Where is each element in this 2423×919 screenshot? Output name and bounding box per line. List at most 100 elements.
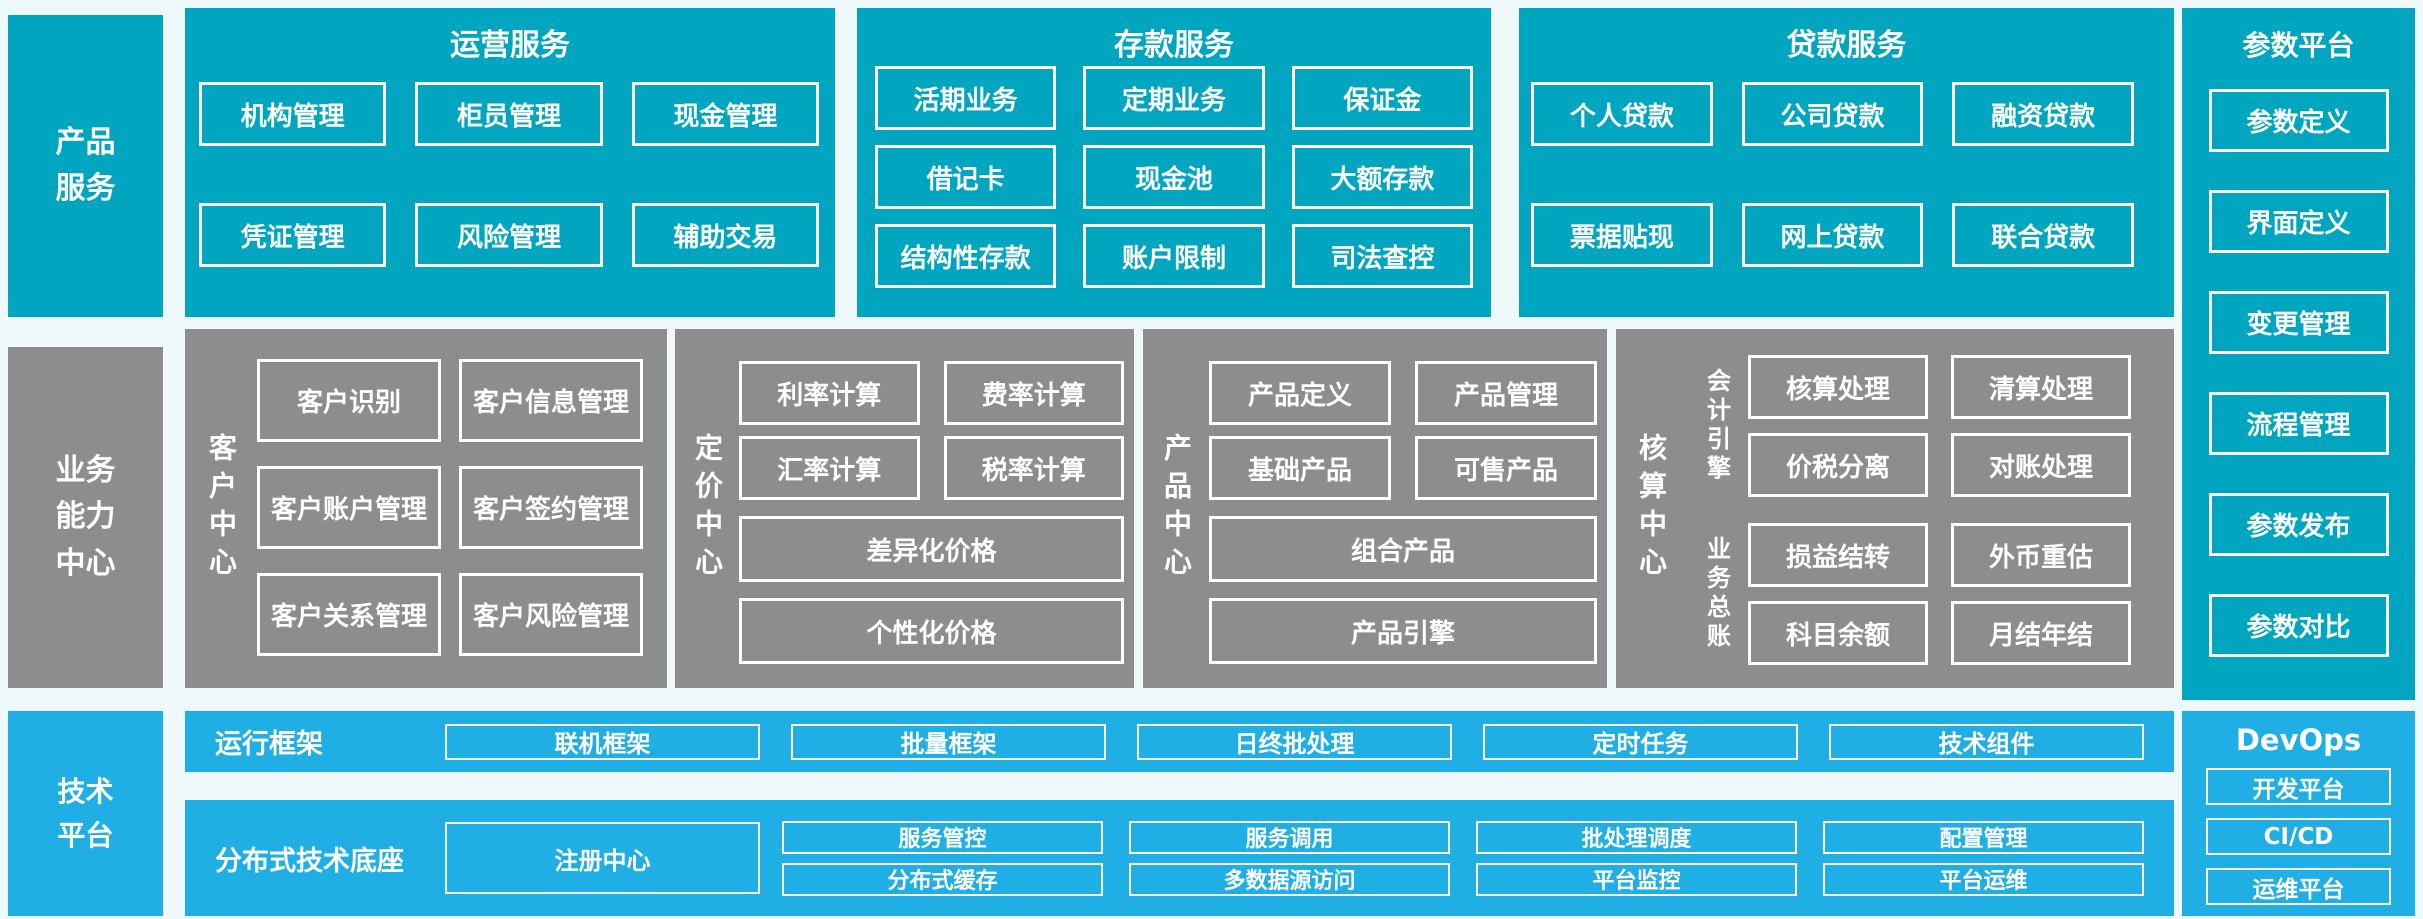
service-box: 辅助交易 bbox=[631, 203, 819, 267]
tech-box: 平台运维 bbox=[1823, 862, 2144, 896]
tech-platform-sidebar: 技术平台 bbox=[8, 711, 163, 916]
runtime-framework-bar: 运行框架 联机框架 批量框架 日终批处理 定时任务 技术组件 bbox=[185, 711, 2174, 772]
accounting-center-section: 核算中心 会计引擎 核算处理 清算处理 价税分离 对账处理 业务总账 损 bbox=[1616, 329, 2174, 688]
capability-box: 差异化价格 bbox=[739, 516, 1124, 582]
tech-box: 平台监控 bbox=[1476, 862, 1797, 896]
product-center-label-col: 产品中心 bbox=[1143, 329, 1209, 688]
capability-box: 客户关系管理 bbox=[257, 573, 441, 656]
tech-box: 技术组件 bbox=[1829, 723, 2144, 760]
tech-box: 服务管控 bbox=[782, 820, 1103, 854]
tech-box: 定时任务 bbox=[1483, 723, 1798, 760]
deposit-services-title: 存款服务 bbox=[1114, 28, 1234, 63]
service-box: 参数定义 bbox=[2208, 89, 2389, 152]
distributed-base-bar: 分布式技术底座 注册中心 服务管控 服务调用 批处理调度 配置管理 分布式缓存 … bbox=[185, 800, 2174, 916]
devops-title: DevOps bbox=[2235, 723, 2362, 757]
service-box: 变更管理 bbox=[2208, 291, 2389, 354]
capability-box: 客户识别 bbox=[257, 359, 441, 442]
service-box: 大额存款 bbox=[1291, 145, 1473, 209]
business-ledger-label: 业务总账 bbox=[1702, 536, 1731, 652]
service-box: 票据贴现 bbox=[1531, 203, 1713, 267]
service-box: 司法查控 bbox=[1291, 224, 1473, 288]
service-box: 界面定义 bbox=[2208, 190, 2389, 253]
loan-services-section: 贷款服务 个人贷款 公司贷款 融资贷款 票据贴现 网上贷款 联合贷款 bbox=[1519, 8, 2174, 317]
capability-box: 个性化价格 bbox=[739, 598, 1124, 664]
tech-box: 批量框架 bbox=[791, 723, 1106, 760]
deposit-services-boxes: 活期业务 定期业务 保证金 借记卡 现金池 大额存款 结构性存款 账户限制 司法… bbox=[875, 66, 1473, 288]
devops-boxes: 开发平台 CI/CD 运维平台 bbox=[2206, 768, 2391, 905]
capability-box: 月结年结 bbox=[1951, 601, 2131, 665]
service-box: 现金池 bbox=[1083, 145, 1265, 209]
service-box: 联合贷款 bbox=[1952, 203, 2134, 267]
registry-center-box: 注册中心 bbox=[445, 822, 760, 894]
service-box: 借记卡 bbox=[875, 145, 1057, 209]
product-center-section: 产品中心 产品定义 产品管理 基础产品 可售产品 组合产品 产品引擎 bbox=[1143, 329, 1607, 688]
capability-box: 外币重估 bbox=[1951, 523, 2131, 587]
parameter-platform-section: 参数平台 参数定义 界面定义 变更管理 流程管理 参数发布 参数对比 bbox=[2182, 8, 2415, 700]
product-center-boxes: 产品定义 产品管理 基础产品 可售产品 组合产品 产品引擎 bbox=[1209, 361, 1597, 688]
service-box: 风险管理 bbox=[415, 203, 603, 267]
distributed-base-label: 分布式技术底座 bbox=[215, 845, 404, 877]
tech-box: 多数据源访问 bbox=[1129, 862, 1450, 896]
customer-center-label: 客户中心 bbox=[205, 432, 238, 585]
capability-box: 核算处理 bbox=[1748, 355, 1928, 419]
service-box: 个人贷款 bbox=[1531, 82, 1713, 146]
tech-box: 配置管理 bbox=[1823, 820, 2144, 854]
service-box: 账户限制 bbox=[1083, 224, 1265, 288]
devops-section: DevOps 开发平台 CI/CD 运维平台 bbox=[2182, 711, 2415, 916]
service-box: 活期业务 bbox=[875, 66, 1057, 130]
tech-box: 运维平台 bbox=[2206, 868, 2391, 905]
accounting-center-label: 核算中心 bbox=[1635, 432, 1668, 585]
product-services-label: 产品服务 bbox=[55, 124, 116, 207]
service-box: 现金管理 bbox=[631, 82, 819, 146]
tech-box: 联机框架 bbox=[445, 723, 760, 760]
capability-box: 价税分离 bbox=[1748, 433, 1928, 497]
capability-box: 费率计算 bbox=[943, 361, 1124, 425]
operations-services-boxes: 机构管理 柜员管理 现金管理 凭证管理 风险管理 辅助交易 bbox=[199, 82, 819, 267]
capability-box: 税率计算 bbox=[943, 436, 1124, 500]
pricing-center-label-col: 定价中心 bbox=[675, 329, 739, 688]
capability-box: 客户风险管理 bbox=[459, 573, 643, 656]
business-capability-label: 业务能力中心 bbox=[55, 452, 116, 581]
product-center-label: 产品中心 bbox=[1160, 432, 1193, 585]
capability-box: 组合产品 bbox=[1209, 516, 1597, 582]
business-ledger-group: 业务总账 损益结转 外币重估 科目余额 月结年结 bbox=[1686, 523, 2131, 665]
service-box: 流程管理 bbox=[2208, 392, 2389, 455]
capability-box: 客户信息管理 bbox=[459, 359, 643, 442]
parameter-platform-boxes: 参数定义 界面定义 变更管理 流程管理 参数发布 参数对比 bbox=[2208, 89, 2389, 657]
accounting-engine-group: 会计引擎 核算处理 清算处理 价税分离 对账处理 bbox=[1686, 355, 2131, 497]
capability-box: 产品定义 bbox=[1209, 361, 1391, 425]
capability-box: 利率计算 bbox=[739, 361, 920, 425]
tech-box: 服务调用 bbox=[1129, 820, 1450, 854]
tech-box: 分布式缓存 bbox=[782, 862, 1103, 896]
service-box: 参数发布 bbox=[2208, 493, 2389, 556]
capability-box: 科目余额 bbox=[1748, 601, 1928, 665]
capability-box: 汇率计算 bbox=[739, 436, 920, 500]
pricing-center-section: 定价中心 利率计算 费率计算 汇率计算 税率计算 差异化价格 个性化价格 bbox=[675, 329, 1134, 688]
accounting-engine-label: 会计引擎 bbox=[1702, 368, 1731, 484]
service-box: 公司贷款 bbox=[1741, 82, 1924, 146]
tech-box: 开发平台 bbox=[2206, 768, 2391, 805]
capability-box: 客户账户管理 bbox=[257, 466, 441, 549]
capability-box: 产品引擎 bbox=[1209, 598, 1597, 664]
capability-box: 对账处理 bbox=[1951, 433, 2131, 497]
capability-box: 可售产品 bbox=[1415, 436, 1597, 500]
capability-box: 产品管理 bbox=[1415, 361, 1597, 425]
accounting-center-label-col: 核算中心 bbox=[1616, 329, 1686, 688]
customer-center-boxes: 客户识别 客户信息管理 客户账户管理 客户签约管理 客户关系管理 客户风险管理 bbox=[257, 359, 643, 688]
service-box: 融资贷款 bbox=[1952, 82, 2134, 146]
service-box: 定期业务 bbox=[1083, 66, 1265, 130]
runtime-framework-label: 运行框架 bbox=[215, 729, 323, 760]
service-box: 结构性存款 bbox=[875, 224, 1057, 288]
service-box: 机构管理 bbox=[199, 82, 387, 146]
pricing-center-boxes: 利率计算 费率计算 汇率计算 税率计算 差异化价格 个性化价格 bbox=[739, 361, 1124, 688]
product-services-sidebar: 产品服务 bbox=[8, 15, 163, 317]
service-box: 参数对比 bbox=[2208, 594, 2389, 657]
pricing-center-label: 定价中心 bbox=[691, 432, 724, 585]
distributed-base-boxes: 服务管控 服务调用 批处理调度 配置管理 分布式缓存 多数据源访问 平台监控 平… bbox=[782, 820, 2144, 896]
capability-box: 客户签约管理 bbox=[459, 466, 643, 549]
operations-services-section: 运营服务 机构管理 柜员管理 现金管理 凭证管理 风险管理 辅助交易 bbox=[185, 8, 835, 317]
customer-center-label-col: 客户中心 bbox=[185, 329, 257, 688]
customer-center-section: 客户中心 客户识别 客户信息管理 客户账户管理 客户签约管理 客户关系管理 客户… bbox=[185, 329, 667, 688]
tech-platform-label: 技术平台 bbox=[57, 775, 114, 852]
